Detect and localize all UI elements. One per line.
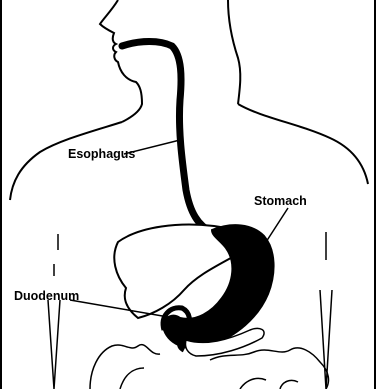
rib-right-2 bbox=[320, 290, 332, 389]
left-shoulder-outline bbox=[10, 122, 122, 200]
right-shoulder-outline bbox=[238, 104, 368, 184]
stomach-label: Stomach bbox=[254, 194, 307, 208]
esophagus-label: Esophagus bbox=[68, 147, 135, 161]
rib-left-3 bbox=[48, 300, 60, 389]
esophagus bbox=[122, 42, 212, 233]
neck-back-outline bbox=[228, 0, 240, 104]
face-profile bbox=[100, 0, 142, 122]
duodenum-label: Duodenum bbox=[14, 289, 79, 303]
stomach-leader-line bbox=[266, 208, 288, 242]
